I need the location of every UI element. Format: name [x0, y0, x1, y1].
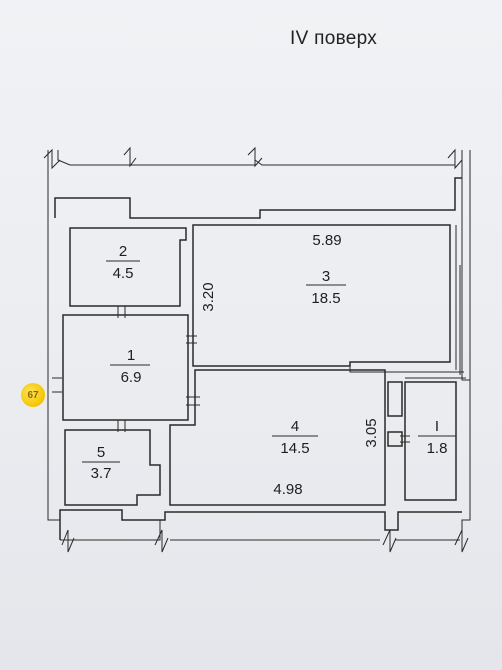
room-5-number: 5	[97, 444, 105, 461]
room-4-number: 4	[291, 418, 299, 435]
outer-walls	[43, 146, 471, 553]
room-3-area: 18.5	[311, 290, 340, 307]
room-3-number: 3	[322, 268, 330, 285]
room-4-area: 14.5	[280, 440, 309, 457]
room-3-width-dim: 5.89	[312, 232, 341, 249]
room-4-height-dim: 3.05	[363, 418, 380, 447]
room-4-width-dim: 4.98	[273, 481, 302, 498]
room-I-outline	[404, 381, 457, 501]
location-marker: 67	[21, 383, 45, 407]
room-4-outline	[169, 369, 386, 506]
room-I-number: I	[435, 418, 439, 435]
room-2-number: 2	[119, 243, 127, 260]
closet-b	[387, 431, 403, 447]
room-3-outline	[192, 224, 451, 367]
room-1-area: 6.9	[121, 369, 142, 386]
room-3-height-dim: 3.20	[200, 282, 217, 311]
room-2-area: 4.5	[113, 265, 134, 282]
room-1-outline	[62, 314, 189, 421]
door-marks	[52, 306, 410, 443]
area-fraction-bars	[82, 260, 456, 463]
closet-a	[387, 381, 403, 417]
room-1-number: 1	[127, 347, 135, 364]
floor-title: IV поверх	[290, 28, 378, 49]
room-5-area: 3.7	[91, 465, 112, 482]
room-I-area: 1.8	[427, 440, 448, 457]
room-2-outline	[69, 227, 187, 307]
room-5-outline	[64, 429, 161, 506]
